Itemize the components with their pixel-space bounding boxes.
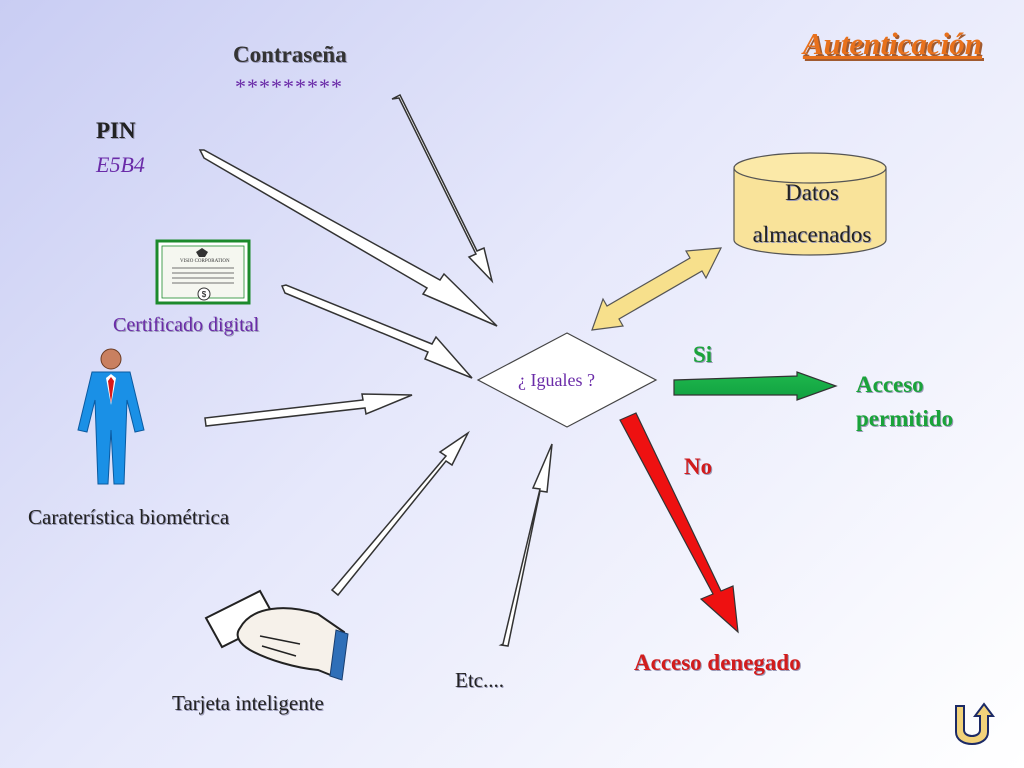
decision-diamond [476, 332, 658, 428]
arrow-password [391, 93, 494, 284]
arrow-no [619, 412, 739, 634]
access-granted-line2: permitido [856, 406, 954, 431]
person-icon [77, 348, 145, 485]
decision-label: ¿ Iguales ? [518, 370, 595, 390]
arrow-etc [498, 443, 553, 647]
arrow-biometric [204, 393, 413, 427]
arrow-smart-card [330, 430, 470, 597]
no-label: No [684, 454, 713, 479]
certificate-label: Certificado digital [113, 314, 260, 336]
access-granted-label: Acceso permitido [856, 368, 953, 436]
biometric-label: Caraterística biométrica [28, 505, 230, 529]
password-label: Contraseña [233, 42, 347, 67]
smart-card-label: Tarjeta inteligente [172, 691, 324, 715]
arrow-yes [673, 371, 838, 401]
database-label-line1: Datos [785, 180, 839, 205]
arrow-database [591, 247, 723, 331]
pin-value: E5B4 [96, 152, 145, 177]
password-value: ********* [235, 74, 343, 99]
yes-label: Si [693, 342, 713, 367]
u-turn-arrow-icon[interactable] [950, 702, 1000, 748]
database-cylinder [733, 152, 887, 256]
cert-symbol: $ [202, 290, 207, 299]
pin-label: PIN [96, 118, 136, 143]
certificate-icon: $ [155, 239, 251, 305]
arrow-certificate [280, 284, 473, 379]
database-label-line2: almacenados [752, 222, 872, 247]
access-granted-line1: Acceso [856, 372, 924, 397]
database-label: Datos almacenados [732, 172, 892, 256]
page-title: Autenticación [802, 26, 982, 61]
cert-card-text: VISIO CORPORATION [180, 259, 230, 264]
arrow-pin [198, 149, 498, 327]
access-denied-label: Acceso denegado [634, 650, 801, 675]
etc-label: Etc.... [455, 668, 504, 692]
hand-card-icon [204, 589, 349, 681]
